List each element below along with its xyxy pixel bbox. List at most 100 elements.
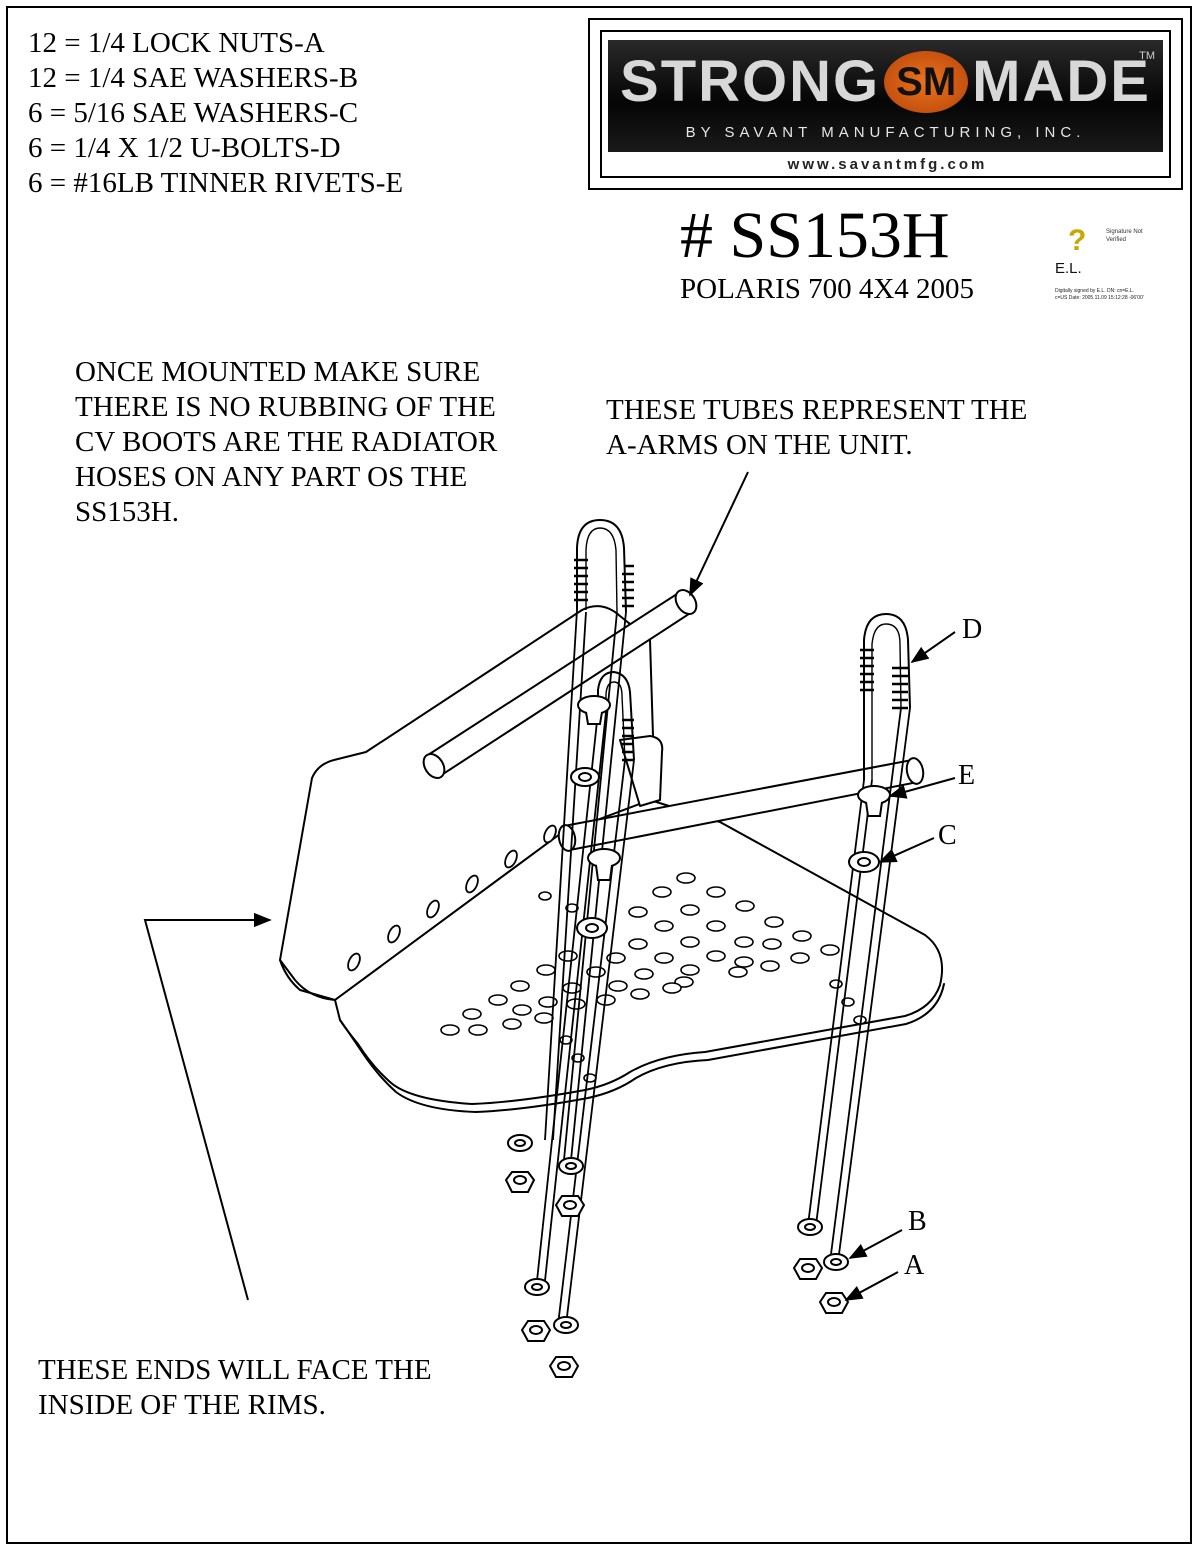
floor-hole <box>792 930 812 942</box>
skid-plate-edge <box>339 983 945 1113</box>
floor-hole <box>566 998 586 1010</box>
wall-hole <box>387 924 401 944</box>
logo-word-right: MADE <box>972 49 1151 114</box>
washer-b <box>524 1278 550 1296</box>
mount-hole <box>538 891 552 901</box>
logo-sm-badge: SM <box>884 50 969 113</box>
floor-hole <box>676 872 696 884</box>
wall-hole <box>504 849 518 869</box>
parts-list-item: 6 = 5/16 SAE WASHERS-C <box>28 97 359 129</box>
signature-status: Signature Not Verified <box>1106 229 1143 243</box>
lock-nut-a <box>504 1171 536 1193</box>
page-border <box>6 6 1192 1544</box>
floor-hole <box>630 988 650 1000</box>
lock-nut-a <box>520 1320 552 1342</box>
mounting-note: ONCE MOUNTED MAKE SURE THERE IS NO RUBBI… <box>75 356 498 528</box>
wall-hole <box>543 824 557 844</box>
rivet <box>857 785 891 817</box>
callout-e-arrow <box>888 777 956 799</box>
mount-hole <box>565 903 579 913</box>
floor-hole <box>790 952 810 964</box>
floor-hole <box>488 994 508 1006</box>
floor-hole <box>706 886 726 898</box>
signature-initials: E.L. <box>1055 260 1082 277</box>
parts-list-item: 12 = 1/4 LOCK NUTS-A <box>28 27 325 59</box>
floor-hole <box>510 980 530 992</box>
callout-a-label: A <box>904 1250 925 1281</box>
part-number-title: # SS153H <box>680 199 950 272</box>
lock-nut-a <box>554 1195 586 1217</box>
washer-c <box>848 851 880 873</box>
washer-b <box>507 1134 533 1152</box>
bolt-shaft <box>829 707 911 1263</box>
floor-hole <box>680 964 700 976</box>
wall-hole <box>347 952 361 972</box>
wall-hole <box>426 899 440 919</box>
floor-hole <box>512 1004 532 1016</box>
floor-hole <box>706 920 726 932</box>
floor-hole <box>764 916 784 928</box>
floor-hole <box>654 920 674 932</box>
floor-hole <box>462 1008 482 1020</box>
floor-hole <box>562 982 582 994</box>
lock-nut-a <box>818 1292 850 1314</box>
washer-c <box>570 767 600 787</box>
floor-hole <box>680 936 700 948</box>
floor-hole <box>706 950 726 962</box>
washer-b <box>558 1157 584 1175</box>
signature-details: Digitally signed by E.L. DN: cn=E.L. c=U… <box>1055 288 1144 301</box>
skid-bracket <box>619 735 664 807</box>
question-mark-icon: ? <box>1068 224 1087 257</box>
floor-hole <box>662 982 682 994</box>
floor-hole <box>608 980 628 992</box>
floor-hole <box>734 936 754 948</box>
floor-hole <box>536 964 556 976</box>
floor-hole <box>735 900 755 912</box>
callout-b-arrow <box>848 1229 903 1259</box>
floor-hole <box>606 952 626 964</box>
tubes-note: THESE TUBES REPRESENT THE A-ARMS ON THE … <box>606 394 1028 461</box>
ends-note: THESE ENDS WILL FACE THE INSIDE OF THE R… <box>38 1354 432 1421</box>
parts-list-item: 12 = 1/4 SAE WASHERS-B <box>28 62 359 94</box>
callout-c-arrow <box>878 837 935 863</box>
vehicle-subtitle: POLARIS 700 4X4 2005 <box>680 273 975 305</box>
parts-list-item: 6 = #16LB TINNER RIVETS-E <box>28 167 404 199</box>
rivet <box>577 695 611 725</box>
floor-hole <box>762 938 782 950</box>
floor-hole <box>820 944 840 956</box>
floor-hole <box>558 950 578 962</box>
floor-hole <box>634 968 654 980</box>
mount-hole <box>829 979 843 989</box>
digital-signature: ? Signature Not Verified E.L. Digitally … <box>1050 224 1150 320</box>
floor-hole <box>760 960 780 972</box>
skid-wall-edge <box>279 959 336 1001</box>
logo-subtitle: BY SAVANT MANUFACTURING, INC. <box>685 124 1086 141</box>
lock-nut-a <box>792 1258 824 1280</box>
floor-hole <box>728 966 748 978</box>
washer-c <box>576 917 608 939</box>
callout-c-label: C <box>938 820 957 851</box>
callout-e-label: E <box>958 760 976 791</box>
wall-hole <box>465 874 479 894</box>
logo-url: www.savantmfg.com <box>787 156 988 173</box>
parts-list: 12 = 1/4 LOCK NUTS-A 12 = 1/4 SAE WASHER… <box>28 26 403 201</box>
floor-hole <box>654 952 674 964</box>
u-bolt <box>860 612 911 780</box>
callout-a-arrow <box>844 1271 899 1301</box>
callout-d-label: D <box>962 614 983 645</box>
logo-word-left: STRONG <box>620 49 881 114</box>
ends-leader-arrow <box>143 912 272 1301</box>
callout-b-label: B <box>908 1206 927 1237</box>
floor-hole <box>468 1024 488 1036</box>
floor-hole <box>652 886 672 898</box>
floor-hole <box>680 904 700 916</box>
floor-hole <box>502 1018 522 1030</box>
floor-hole <box>628 906 648 918</box>
parts-list-item: 6 = 1/4 X 1/2 U-BOLTS-D <box>28 132 341 164</box>
lock-nut-a <box>548 1356 580 1378</box>
floor-hole <box>628 938 648 950</box>
